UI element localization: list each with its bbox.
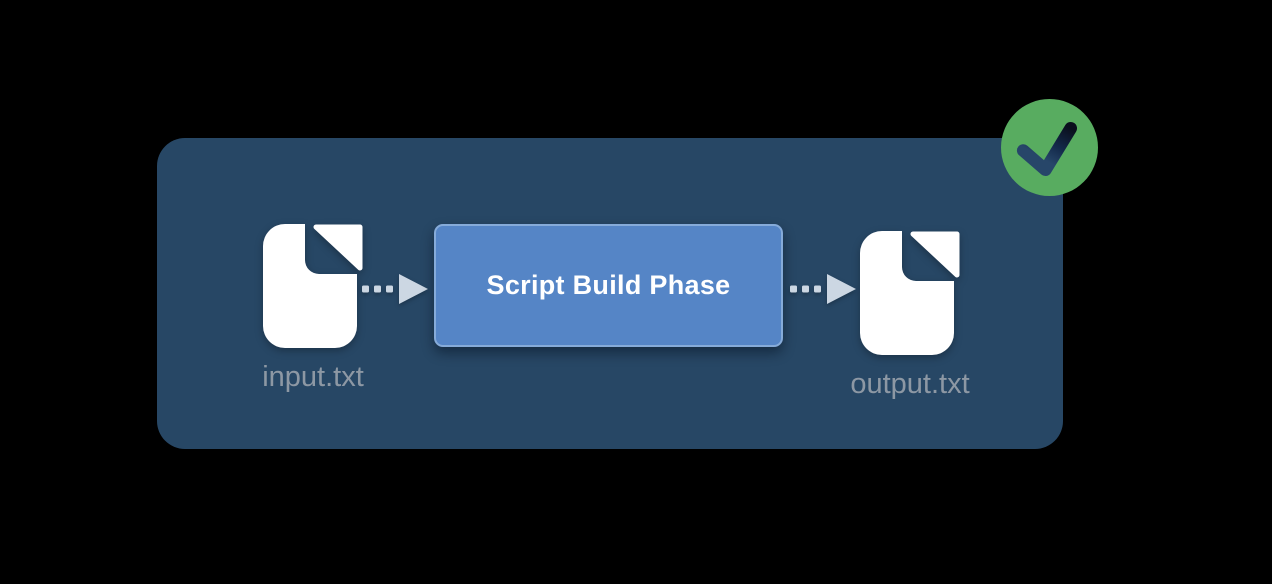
output-file: output.txt [850,231,970,400]
dotted-arrow-icon [790,274,856,304]
checkmark-icon [1016,121,1078,177]
input-file-label: input.txt [262,361,364,393]
dotted-arrow-icon [362,274,428,304]
document-icon [263,224,363,348]
script-build-phase-box: Script Build Phase [434,224,783,347]
script-build-phase-label: Script Build Phase [486,270,731,300]
success-badge [1001,99,1098,196]
output-file-label: output.txt [850,368,970,400]
document-icon [860,231,960,355]
build-phase-panel: input.txt Script Build Phase [157,138,1063,449]
input-file: input.txt [262,224,364,393]
